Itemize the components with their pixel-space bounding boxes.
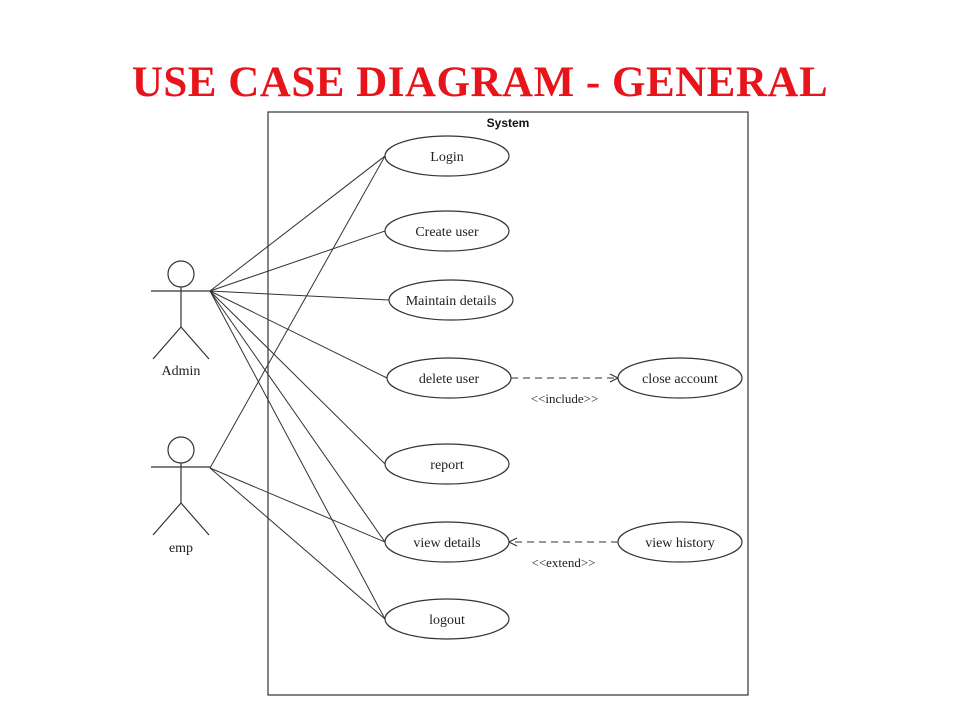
use-case-create-user: Create user (384, 210, 510, 252)
use-case-ellipse (388, 279, 514, 321)
use-case-ellipse (617, 357, 743, 399)
actor-emp: emp (151, 436, 211, 556)
use-case-ellipse (384, 443, 510, 485)
use-case-ellipse (384, 135, 510, 177)
association-emp-login (209, 155, 386, 469)
association-admin-login (209, 155, 386, 292)
stereotype-label: <<include>> (531, 391, 599, 406)
actor-label: Admin (162, 364, 201, 379)
use-case-label: view details (413, 536, 480, 551)
use-case-view-details: view details (384, 521, 510, 563)
actor-admin: Admin (151, 260, 211, 379)
use-case-label: view history (645, 536, 715, 551)
use-case-label: logout (429, 613, 465, 628)
use-case-ellipse (384, 521, 510, 563)
association-emp-view_details (209, 467, 386, 543)
system-label: System (487, 116, 530, 130)
use-case-ellipse (617, 521, 743, 563)
use-case-logout: logout (384, 598, 510, 640)
actor-right-leg (180, 502, 210, 536)
actor-left-leg (152, 502, 182, 536)
association-admin-maintain_details (209, 290, 390, 301)
association-admin-delete_user (209, 290, 388, 379)
relation-labels: <<include>> <<extend>> (531, 391, 599, 570)
use-case-label: Create user (415, 225, 479, 240)
use-case-label: Maintain details (406, 294, 497, 309)
association-admin-view_details (209, 290, 386, 543)
use-case-close-account: close account (617, 357, 743, 399)
actor-left-leg (152, 326, 182, 360)
actors: Admin emp (151, 260, 211, 556)
use-case-ellipse (386, 357, 512, 399)
actor-head (167, 436, 195, 464)
use-case-report: report (384, 443, 510, 485)
association-lines (209, 155, 390, 620)
use-case-label: report (430, 458, 464, 473)
use-case-ellipse (384, 210, 510, 252)
use-case-view-history: view history (617, 521, 743, 563)
use-case-label: Login (430, 150, 463, 165)
system-boundary (267, 111, 749, 696)
actor-label: emp (169, 541, 193, 556)
use-case-ellipse (384, 598, 510, 640)
use-case-maintain-details: Maintain details (388, 279, 514, 321)
association-admin-create_user (209, 230, 386, 292)
stereotype-label: <<extend>> (532, 555, 596, 570)
page-title: USE CASE DIAGRAM - GENERAL (131, 59, 829, 106)
use-case-label: close account (642, 372, 718, 387)
use-case-delete-user: delete user (386, 357, 512, 399)
use-case-login: Login (384, 135, 510, 177)
association-emp-logout (209, 467, 386, 620)
actor-right-leg (180, 326, 210, 360)
use-case-label: delete user (419, 372, 480, 387)
association-admin-logout (209, 290, 386, 620)
actor-head (167, 260, 195, 288)
association-admin-report (209, 290, 386, 465)
relation-lines (509, 378, 618, 542)
